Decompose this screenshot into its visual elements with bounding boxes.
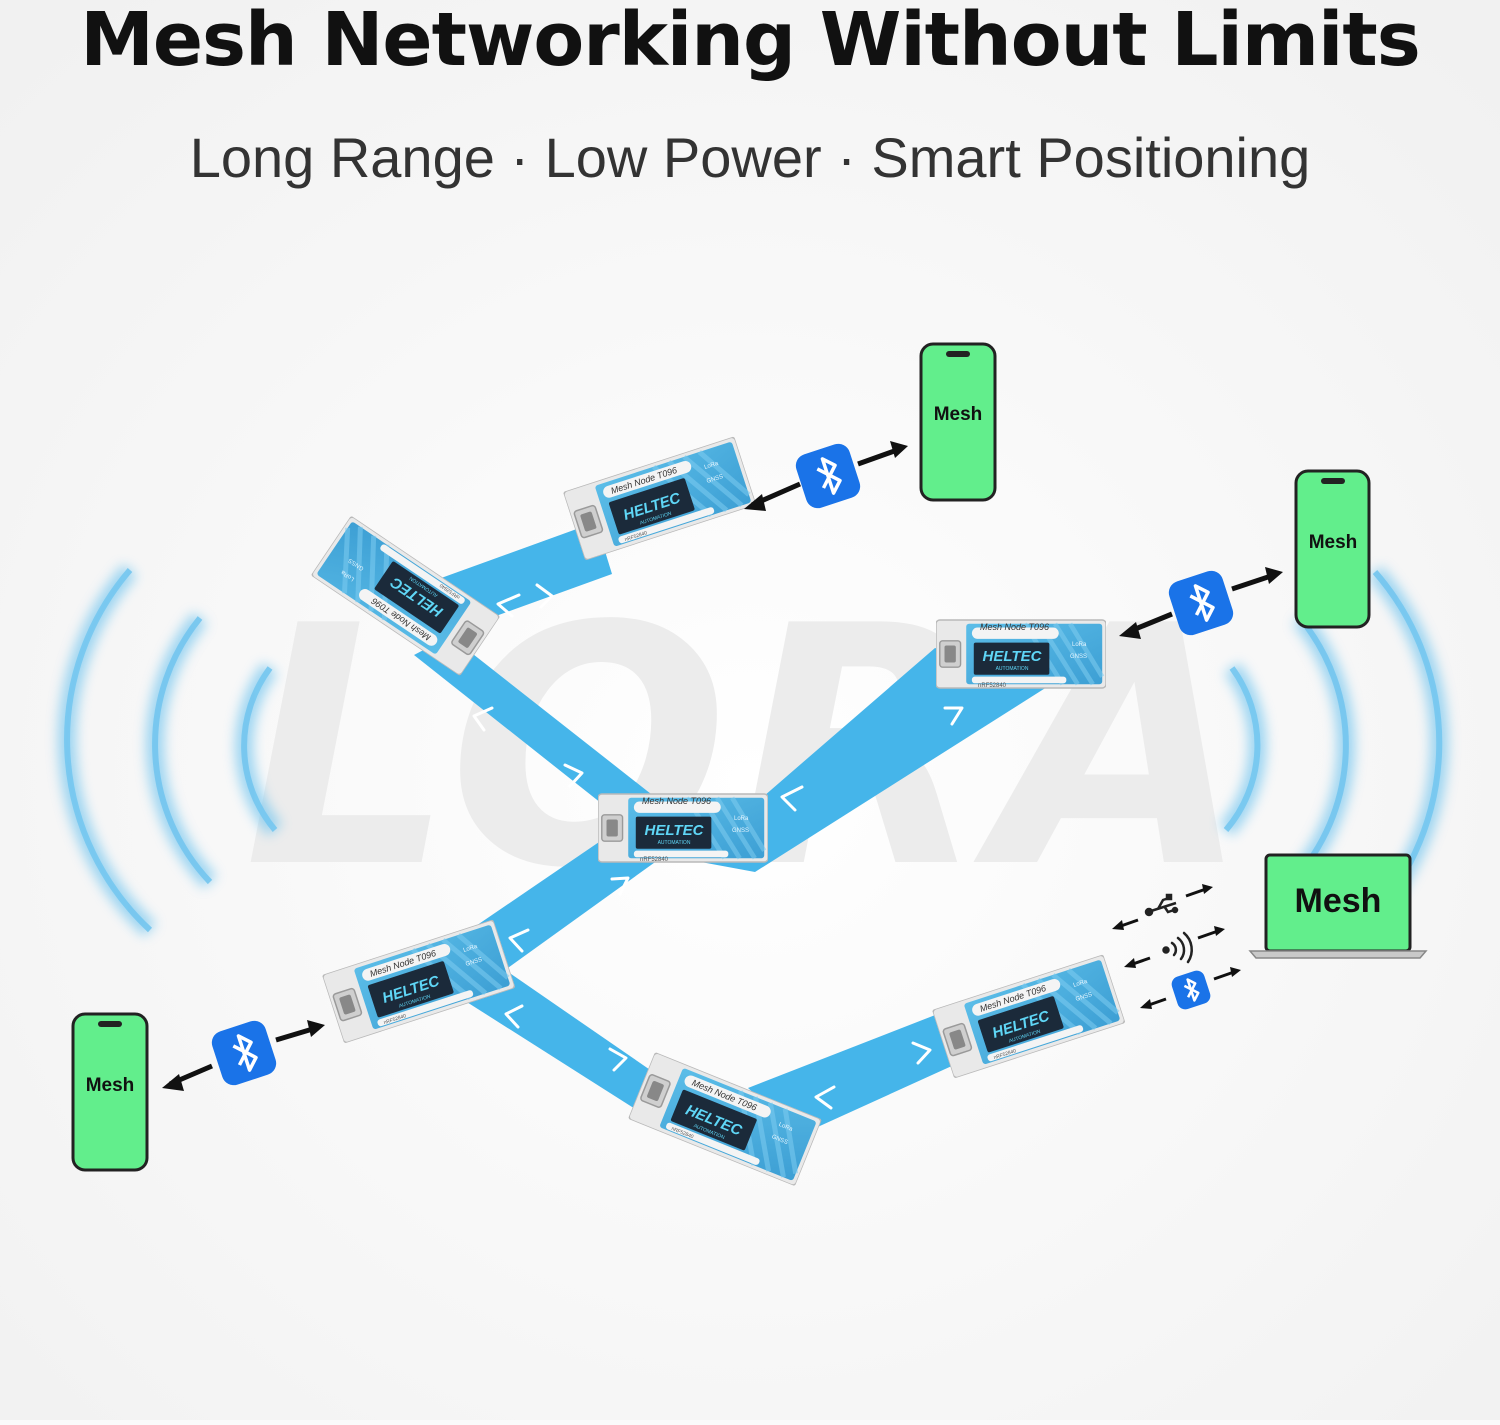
laptop-label: Mesh [1295,882,1382,920]
page-title: Mesh Networking Without Limits [80,0,1421,83]
chevron-icon [608,1047,628,1072]
svg-text:GNSS: GNSS [465,957,483,968]
svg-text:HELTEC: HELTEC [983,648,1043,665]
wifi-icon [1162,931,1193,964]
mesh-node-5: Mesh Node T096 HELTEC AUTOMATION nRF5284… [322,919,515,1043]
mesh-node-3: Mesh Node T096 HELTEC AUTOMATION nRF5284… [598,794,768,863]
mesh-node-1: Mesh Node T096 HELTEC AUTOMATION nRF5284… [563,436,756,560]
bluetooth-icon [816,457,842,495]
svg-text:LoRa: LoRa [1073,979,1089,989]
phone-left: Mesh [71,1012,149,1172]
link-n3-n5 [448,840,658,975]
link-n5-n7 [440,965,672,1112]
phone-right: Mesh [1294,469,1371,629]
chevron-icon [496,593,521,618]
phone-label: Mesh [934,404,983,425]
phone-top: Mesh [919,342,997,502]
svg-text:LoRa: LoRa [778,1122,794,1133]
chevron-icon [563,763,584,788]
chevron-icon [535,583,554,609]
chevron-icon [911,1041,932,1065]
bluetooth-badge-left [211,1020,277,1086]
link-n2-n3 [414,636,665,826]
page-subtitle: Long Range · Low Power · Smart Positioni… [189,126,1311,189]
svg-text:GNSS: GNSS [1070,654,1087,660]
phone-label: Mesh [1309,532,1358,553]
svg-text:nRF52840: nRF52840 [640,857,669,863]
chevron-icon [472,706,494,732]
svg-text:LoRa: LoRa [734,816,749,822]
link-n4-n3 [690,648,1058,872]
svg-text:GNSS: GNSS [1075,992,1093,1003]
svg-text:LoRa: LoRa [463,944,479,954]
svg-text:GNSS: GNSS [732,828,749,834]
laptop-connections [1112,884,1241,1009]
mesh-links [408,522,1058,1135]
phone-label: Mesh [86,1075,135,1096]
bluetooth-badge-laptop [1171,970,1211,1010]
svg-text:AUTOMATION: AUTOMATION [996,666,1029,672]
bluetooth-icon [1183,978,1200,1002]
chevron-icon [943,706,964,726]
chevron-icon [610,876,630,896]
mesh-node-4: Mesh Node T096 HELTEC AUTOMATION nRF5284… [936,620,1106,689]
bluetooth-badge-right [1168,570,1234,636]
mesh-node-7: Mesh Node T096 HELTEC AUTOMATION nRF5284… [628,1052,822,1186]
svg-text:Mesh Node T096: Mesh Node T096 [980,622,1049,632]
arrow-icons [162,441,1283,1091]
svg-text:HELTEC: HELTEC [645,822,705,839]
bluetooth-icon [232,1034,258,1072]
link-n7-n6 [748,1010,965,1135]
bluetooth-badge-top [795,443,861,509]
chevron-icons [472,583,964,1110]
usb-icon [1144,893,1179,917]
svg-text:LoRa: LoRa [1072,642,1087,648]
radio-wave-left [58,564,282,937]
svg-text:LoRa: LoRa [704,461,720,471]
chevron-icon [814,1085,836,1110]
svg-text:AUTOMATION: AUTOMATION [658,840,691,846]
chevron-icon [508,928,530,953]
svg-text:Mesh Node T096: Mesh Node T096 [642,796,711,806]
chevron-icon [504,1004,524,1029]
bluetooth-icon [1189,584,1215,622]
laptop: Mesh [1248,853,1428,959]
svg-text:GNSS: GNSS [771,1134,789,1146]
svg-text:GNSS: GNSS [706,474,724,485]
svg-text:nRF52840: nRF52840 [978,683,1007,689]
chevron-icon [780,785,804,812]
